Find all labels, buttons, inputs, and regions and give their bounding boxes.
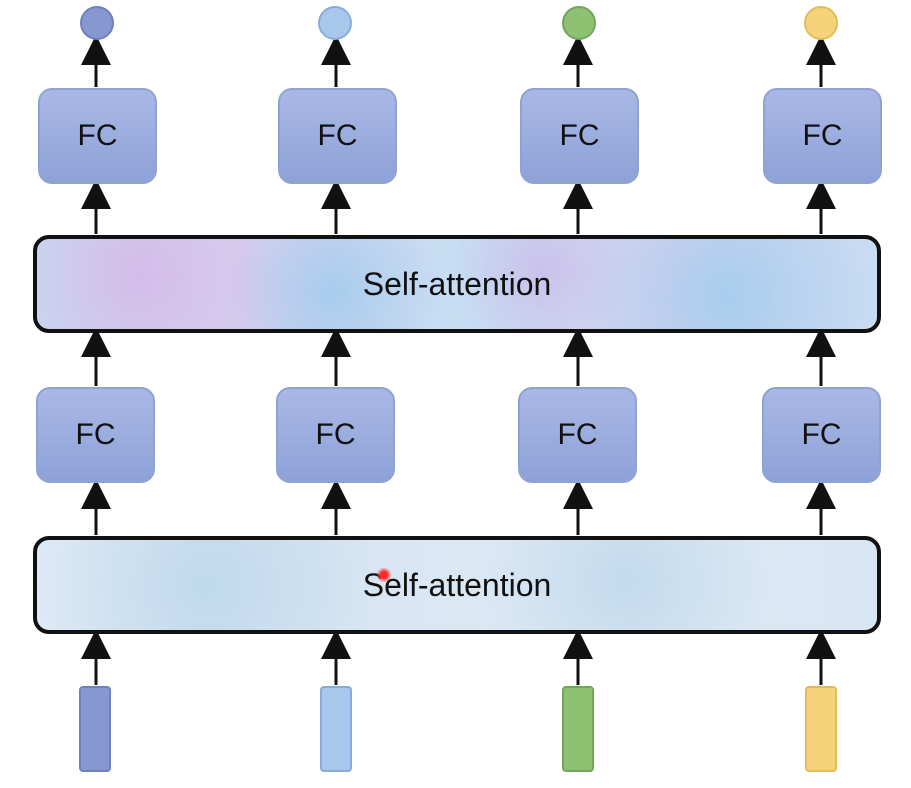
self-attention-bottom: Self-attention — [33, 536, 881, 634]
input-vector-3 — [562, 686, 594, 772]
fc-bottom-1: FC — [36, 387, 155, 483]
mouse-cursor-dot — [377, 568, 391, 582]
self-attention-top: Self-attention — [33, 235, 881, 333]
fc-label: FC — [801, 418, 842, 451]
fc-label: FC — [802, 119, 843, 152]
output-dot-1 — [80, 6, 114, 40]
output-dot-4 — [804, 6, 838, 40]
input-vector-1 — [79, 686, 111, 772]
fc-bottom-2: FC — [276, 387, 395, 483]
input-vector-2 — [320, 686, 352, 772]
input-vector-4 — [805, 686, 837, 772]
fc-bottom-4: FC — [762, 387, 881, 483]
fc-label: FC — [557, 418, 598, 451]
fc-top-4: FC — [763, 88, 882, 184]
fc-bottom-3: FC — [518, 387, 637, 483]
output-dot-3 — [562, 6, 596, 40]
fc-label: FC — [75, 418, 116, 451]
self-attention-top-label: Self-attention — [362, 265, 552, 302]
output-dot-2 — [318, 6, 352, 40]
fc-label: FC — [77, 119, 118, 152]
fc-top-3: FC — [520, 88, 639, 184]
fc-label: FC — [317, 119, 358, 152]
self-attention-bottom-label: Self-attention — [362, 566, 552, 603]
fc-label: FC — [559, 119, 600, 152]
fc-top-2: FC — [278, 88, 397, 184]
fc-top-1: FC — [38, 88, 157, 184]
fc-label: FC — [315, 418, 356, 451]
